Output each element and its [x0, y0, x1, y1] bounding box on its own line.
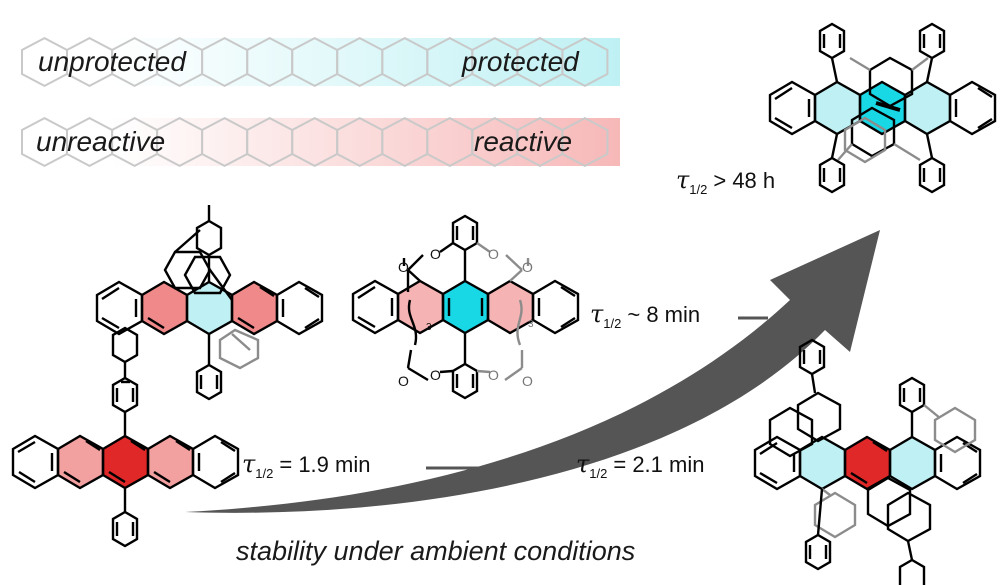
oxygen-label: O [430, 246, 441, 262]
unprotected-label: unprotected [38, 46, 187, 77]
tau-subscript: 1/2 [603, 316, 621, 331]
tau-subscript: 1/2 [589, 466, 607, 481]
half-life-label-3: τ1/2 = 2.1 min [520, 450, 704, 481]
tau-subscript: 1/2 [689, 182, 707, 197]
tau-symbol: τ [676, 166, 690, 194]
tau-symbol: τ [576, 450, 590, 478]
protected-label: protected [461, 46, 580, 77]
chain-count-label: 3 [528, 319, 534, 330]
reactivity-scale-bar: unreactive reactive [21, 116, 620, 168]
half-life-value: ~ 8 min [627, 302, 700, 327]
oxygen-label: O [398, 373, 409, 389]
svg-text:τ1/2> 48 h: τ1/2 > 48 h [676, 166, 775, 197]
half-life-value: = 1.9 min [279, 452, 370, 477]
half-life-value: > 48 h [713, 168, 775, 193]
molecule-cyclophane-pentacene [95, 205, 324, 401]
svg-text:τ1/2~ 8 min: τ1/2 ~ 8 min [590, 300, 700, 331]
oxygen-label: O [398, 259, 409, 275]
stability-trend-arrow [185, 230, 880, 513]
svg-text:τ1/2= 1.9 min: τ1/2 = 1.9 min [242, 450, 370, 481]
protection-scale-bar: unprotected protected [21, 36, 620, 88]
molecule-diphenylpentacene [11, 326, 240, 548]
half-life-label-2: τ1/2 ~ 8 min [590, 300, 768, 331]
molecule-ester-bridged: O O O O O O O O 3 3 [351, 214, 580, 400]
tau-subscript: 1/2 [255, 466, 273, 481]
oxygen-label: O [522, 259, 533, 275]
oxygen-label: O [430, 367, 441, 383]
tau-symbol: τ [242, 450, 256, 478]
oxygen-label: O [522, 373, 533, 389]
oxygen-label: O [488, 367, 499, 383]
svg-text:τ1/2= 2.1 min: τ1/2 = 2.1 min [576, 450, 704, 481]
half-life-value: = 2.1 min [613, 452, 704, 477]
reactive-label: reactive [474, 126, 572, 157]
molecule-terminal-cyclophane [753, 338, 982, 585]
tau-symbol: τ [590, 300, 604, 328]
molecule-double-cyclophane [768, 22, 997, 194]
figure-caption: stability under ambient conditions [236, 536, 635, 566]
chain-count-label: 3 [426, 322, 432, 333]
unreactive-label: unreactive [36, 126, 165, 157]
half-life-label-1: τ1/2 = 1.9 min [242, 450, 480, 481]
oxygen-label: O [488, 246, 499, 262]
scale-hexagon [561, 36, 609, 88]
scale-hexagon [561, 116, 609, 168]
half-life-label-4: τ1/2 > 48 h [676, 166, 775, 197]
